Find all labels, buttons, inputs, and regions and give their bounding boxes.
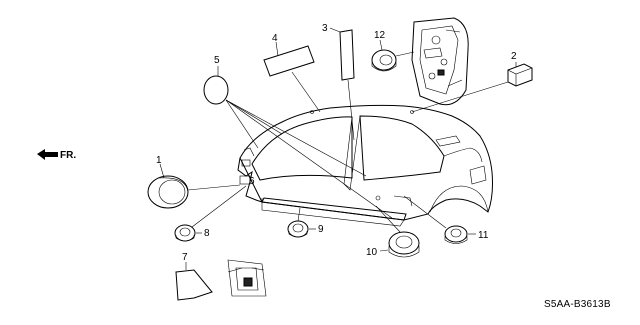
callout-10: 10: [366, 247, 378, 258]
part-7-detail-inset: [227, 259, 267, 297]
rear-pillar-inner-panel: [395, 17, 469, 106]
part-7-pad: 7: [175, 252, 267, 301]
part-10-grommet: 10: [366, 205, 420, 258]
part-5-seal: 5: [203, 55, 393, 219]
part-8-grommet: 8: [174, 185, 247, 242]
front-arrow-icon: [37, 149, 58, 160]
body-side-panel: [237, 104, 493, 227]
part-3-seal: 3: [322, 23, 355, 141]
part-12-grommet: 12: [371, 30, 397, 72]
front-direction-label: FR.: [60, 150, 76, 161]
drawing-code: S5AA-B3613B: [544, 299, 611, 310]
part-4-sheet: 4: [263, 33, 321, 113]
callout-9: 9: [318, 224, 324, 235]
part-1-grommet: 1: [147, 155, 241, 209]
part-9-grommet: 9: [287, 207, 324, 238]
callout-11: 11: [478, 230, 489, 241]
callout-12: 12: [374, 30, 386, 41]
callout-4: 4: [272, 33, 278, 44]
callout-1: 1: [156, 155, 162, 166]
callout-6: 6: [249, 176, 255, 187]
part-6-callout: 6: [249, 176, 255, 187]
callout-2: 2: [511, 51, 517, 62]
callout-5: 5: [214, 55, 220, 66]
callout-8: 8: [204, 228, 210, 239]
front-direction-indicator: FR.: [37, 149, 76, 161]
callout-7: 7: [182, 252, 188, 263]
part-11-grommet: 11: [403, 195, 489, 244]
part-2-block: 2: [411, 51, 533, 113]
callout-3: 3: [322, 23, 328, 34]
